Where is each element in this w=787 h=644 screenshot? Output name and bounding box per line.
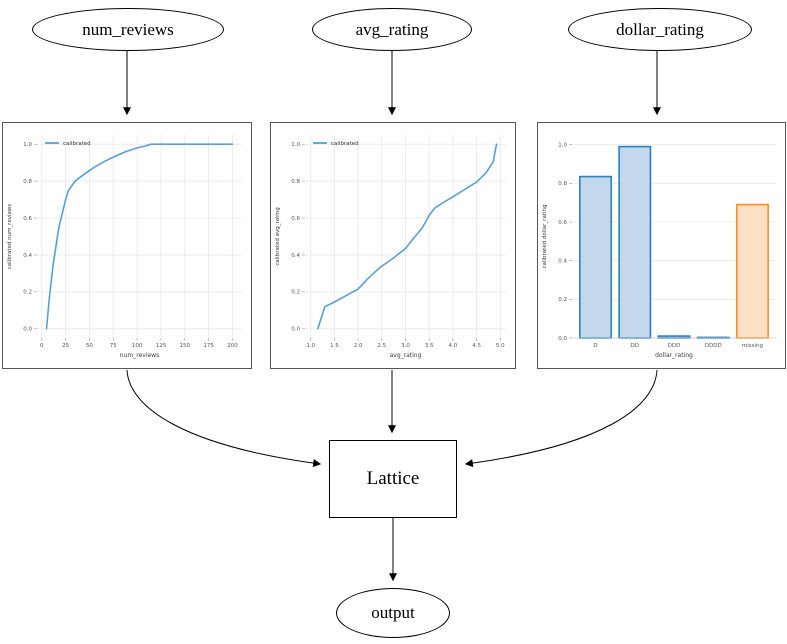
x-tick-label: 125	[156, 343, 167, 349]
y-tick-label: 0.0	[558, 336, 567, 342]
node-avg-rating-label: avg_rating	[355, 19, 429, 39]
y-axis-label: calibrated num_reviews	[7, 204, 13, 270]
x-tick-label: 75	[110, 343, 117, 349]
calibration-line	[316, 143, 498, 330]
node-lattice: Lattice	[329, 440, 457, 518]
x-tick-label: 0	[40, 343, 44, 349]
bar-D	[579, 175, 613, 339]
bar-missing	[735, 203, 769, 339]
node-output: output	[336, 588, 450, 638]
calibration-line	[45, 143, 234, 330]
x-tick-label: 2.5	[377, 343, 386, 349]
node-dollar-rating-label: dollar_rating	[616, 19, 704, 39]
x-axis-label: avg_rating	[390, 352, 422, 359]
y-tick-label: 0.0	[23, 327, 32, 333]
x-axis-label: dollar_rating	[655, 352, 693, 359]
x-tick-label: missing	[742, 343, 763, 349]
y-tick-label: 1.0	[558, 142, 567, 148]
x-tick-label: DDD	[668, 343, 681, 349]
x-tick-label: 4.5	[472, 343, 481, 349]
x-tick-label: 25	[62, 343, 69, 349]
y-tick-label: 0.6	[23, 216, 32, 222]
plot-avg-rating-calibrator: 0.0 0.2 0.4 0.6 0.8 1.0 1.0 1.5 2.0 2.5 3.0 3.5 4.0 4…	[270, 122, 516, 369]
y-tick-label: 1.0	[23, 142, 32, 148]
y-tick-label: 0.8	[558, 181, 567, 187]
x-tick-label: 2.0	[354, 343, 363, 349]
y-tick-label: 0.8	[291, 179, 300, 185]
y-tick-label: 0.8	[23, 179, 32, 185]
node-dollar-rating: dollar_rating	[568, 8, 752, 51]
x-tick-label: 3.0	[401, 343, 410, 349]
node-num-reviews: num_reviews	[32, 8, 224, 51]
x-tick-label: 50	[86, 343, 93, 349]
y-tick-label: 0.6	[291, 216, 300, 222]
x-tick-label: D	[593, 343, 597, 349]
x-tick-label: 1.5	[330, 343, 339, 349]
y-tick-label: 0.2	[23, 290, 32, 296]
y-tick-label: 0.2	[558, 297, 567, 303]
y-axis-label: calibrated dollar_rating	[542, 205, 548, 269]
bar-DD	[618, 145, 652, 339]
x-tick-label: 150	[180, 343, 191, 349]
node-num-reviews-label: num_reviews	[82, 19, 174, 39]
x-tick-label: DDDD	[705, 343, 722, 349]
avg-rating-calibration-chart: 0.0 0.2 0.4 0.6 0.8 1.0 1.0 1.5 2.0 2.5 3.0 3.5 4.0 4…	[275, 135, 506, 359]
node-lattice-label: Lattice	[366, 468, 420, 489]
y-tick-label: 0.4	[23, 253, 32, 259]
node-output-label: output	[371, 603, 415, 622]
legend-label: calibrated	[331, 141, 359, 147]
x-tick-label: 3.5	[425, 343, 434, 349]
y-tick-label: 0.4	[558, 258, 567, 264]
x-tick-label: 5.0	[496, 343, 505, 349]
num-reviews-calibration-chart: 0.0 0.2 0.4 0.6 0.8 1.0 0 25 50 75 100 125 150 175 200…	[7, 135, 242, 359]
x-tick-label: 1.0	[306, 343, 315, 349]
x-tick-label: DD	[631, 343, 639, 349]
y-axis-label: calibrated avg_rating	[275, 207, 281, 266]
x-tick-label: 200	[227, 343, 238, 349]
x-tick-label: 100	[132, 343, 143, 349]
legend-label: calibrated	[63, 141, 91, 147]
x-tick-label: 4.0	[449, 343, 458, 349]
y-tick-label: 0.6	[558, 220, 567, 226]
x-axis-label: num_reviews	[120, 352, 159, 359]
edge-plot3-to-lattice	[464, 369, 658, 468]
y-tick-label: 1.0	[291, 142, 300, 148]
edge-plot1-to-lattice	[126, 369, 322, 468]
y-tick-label: 0.2	[291, 290, 300, 296]
y-tick-label: 0.4	[291, 253, 300, 259]
node-avg-rating: avg_rating	[312, 8, 472, 51]
x-tick-label: 175	[203, 343, 214, 349]
plot-num-reviews-calibrator: 0.0 0.2 0.4 0.6 0.8 1.0 0 25 50 75 100 125 150 175 200…	[2, 122, 252, 369]
y-tick-label: 0.0	[291, 327, 300, 333]
